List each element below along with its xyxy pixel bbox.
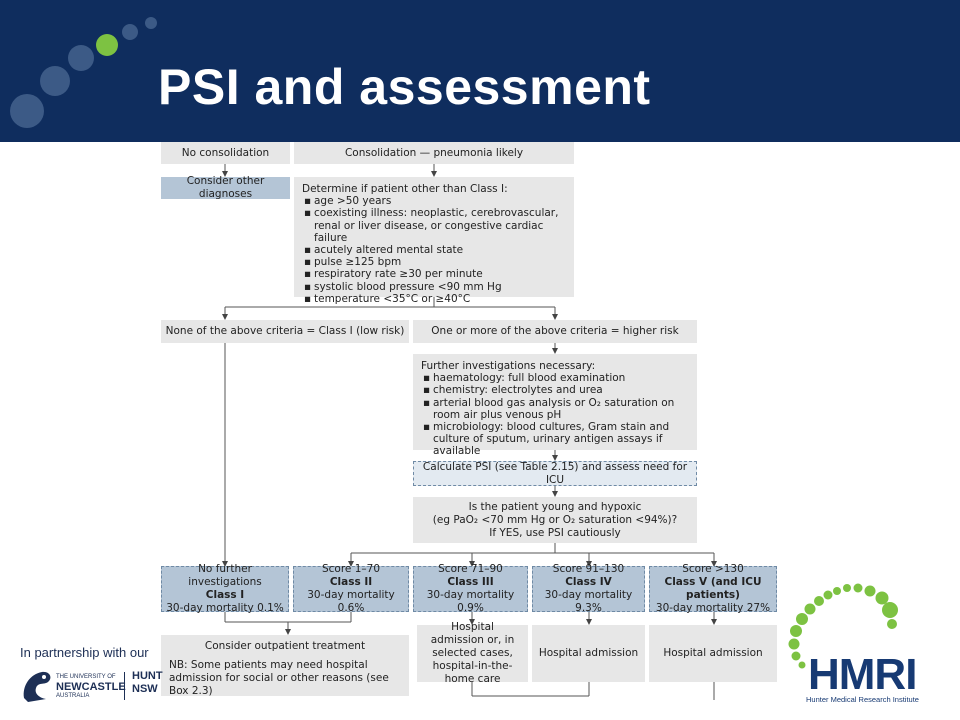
decor-dot xyxy=(40,66,70,96)
criteria-item: acutely altered mental state xyxy=(304,244,566,256)
decor-dot xyxy=(145,17,157,29)
hospital-selected-label: Hospital admission or, in selected cases… xyxy=(430,621,515,685)
class-score: Score >130 xyxy=(682,563,744,575)
no-consolidation-box: No consolidation xyxy=(161,142,290,164)
hospital-admission-v-label: Hospital admission xyxy=(663,647,763,659)
consolidation-label: Consolidation — pneumonia likely xyxy=(344,146,524,159)
hypoxic-question-box: Is the patient young and hypoxic (eg PaO… xyxy=(413,497,697,543)
calculate-psi-box: Calculate PSI (see Table 2.15) and asses… xyxy=(413,461,697,486)
class-name: Class I xyxy=(205,589,245,601)
higher-risk-box: One or more of the above criteria = high… xyxy=(413,320,697,343)
partner-line-1: HUNT xyxy=(132,670,163,682)
class-name: Class V (and ICU patients) xyxy=(664,576,762,601)
page-title: PSI and assessment xyxy=(158,59,651,115)
further-investigations-box: Further investigations necessary: haemat… xyxy=(413,354,697,457)
investigation-item: haematology: full blood examination xyxy=(423,372,689,384)
hypoxic-line-2: (eg PaO₂ <70 mm Hg or O₂ saturation <94%… xyxy=(432,513,678,526)
criteria-item: respiratory rate ≥30 per minute xyxy=(304,268,566,280)
university-logo: THE UNIVERSITY OF NEWCASTLE AUSTRALIA xyxy=(56,674,126,700)
university-name: NEWCASTLE xyxy=(56,681,126,693)
further-title: Further investigations necessary: xyxy=(421,360,596,372)
hmri-dots-icon xyxy=(788,583,898,669)
decor-dot xyxy=(96,34,118,56)
class-score: Score 91–130 xyxy=(552,563,625,575)
criteria-item: systolic blood pressure <90 mm Hg xyxy=(304,281,566,293)
determine-class-box: Determine if patient other than Class I:… xyxy=(294,177,574,305)
calculate-psi-label: Calculate PSI (see Table 2.15) and asses… xyxy=(422,460,688,486)
hospital-admission-iv-box: Hospital admission xyxy=(532,625,645,682)
decor-dot xyxy=(122,24,138,40)
partner-line-2: NSW xyxy=(132,683,158,695)
university-line-1: THE UNIVERSITY OF xyxy=(56,674,116,680)
class-name: Class III xyxy=(447,576,494,588)
hypoxic-line-1: Is the patient young and hypoxic xyxy=(468,500,642,513)
determine-title: Determine if patient other than Class I: xyxy=(302,183,508,195)
class-mortality: 30-day mortality 9.3% xyxy=(544,589,633,614)
hypoxic-line-3: If YES, use PSI cautiously xyxy=(489,526,621,539)
criteria-item: pulse ≥125 bpm xyxy=(304,256,566,268)
criteria-item: temperature <35°C or ≥40°C xyxy=(304,293,566,305)
class-score: Score 71–90 xyxy=(438,563,503,575)
investigation-item: chemistry: electrolytes and urea xyxy=(423,384,689,396)
class-box: Score 71–90 Class III 30-day mortality 0… xyxy=(413,563,528,614)
criteria-item: age >50 years xyxy=(304,195,566,207)
class-box: No further investigations Class I 30-day… xyxy=(161,563,289,614)
consider-other-label: Consider other diagnoses xyxy=(186,175,265,200)
none-criteria-label: None of the above criteria = Class I (lo… xyxy=(165,325,405,337)
class-mortality: 30-day mortality 0.1% xyxy=(166,602,284,614)
consolidation-box: Consolidation — pneumonia likely xyxy=(294,142,574,164)
university-line-3: AUSTRALIA xyxy=(56,693,90,699)
class-score: Score 1–70 xyxy=(321,563,381,575)
outpatient-label: Consider outpatient treatment xyxy=(204,640,366,652)
criteria-item: coexisting illness: neoplastic, cerebrov… xyxy=(304,207,566,244)
logo-divider xyxy=(124,672,125,700)
class-name: Class IV xyxy=(565,576,612,588)
hospital-admission-v-box: Hospital admission xyxy=(649,625,777,682)
class-score: No further investigations xyxy=(188,563,262,588)
investigation-item: arterial blood gas analysis or O₂ satura… xyxy=(423,397,689,421)
hospital-selected-box: Hospital admission or, in selected cases… xyxy=(417,621,528,685)
class-mortality: 30-day mortality 27% xyxy=(655,602,771,614)
university-crest-icon xyxy=(23,671,51,702)
outpatient-box: Consider outpatient treatment NB: Some p… xyxy=(161,635,409,697)
none-criteria-box: None of the above criteria = Class I (lo… xyxy=(161,320,409,343)
higher-risk-label: One or more of the above criteria = high… xyxy=(431,325,679,337)
class-box: Score 1–70 Class II 30-day mortality 0.6… xyxy=(293,563,409,614)
slide-header: PSI and assessment xyxy=(0,0,960,142)
hmri-fullname: Hunter Medical Research Institute xyxy=(806,695,919,704)
class-mortality: 30-day mortality 0.9% xyxy=(426,589,515,614)
no-consolidation-label: No consolidation xyxy=(181,146,270,159)
decor-dot xyxy=(68,45,94,71)
hospital-admission-iv-label: Hospital admission xyxy=(538,647,639,659)
consider-other-box: Consider other diagnoses xyxy=(161,175,290,200)
class-mortality: 30-day mortality 0.6% xyxy=(307,589,395,614)
partner-logo-cut: HUNT NSW xyxy=(132,670,163,696)
investigation-item: microbiology: blood cultures, Gram stain… xyxy=(423,421,689,458)
class-box: Score >130 Class V (and ICU patients) 30… xyxy=(649,563,777,614)
decor-dot xyxy=(10,94,44,128)
class-box: Score 91–130 Class IV 30-day mortality 9… xyxy=(532,563,645,614)
partnership-text: In partnership with our xyxy=(20,645,149,660)
class-name: Class II xyxy=(329,576,373,588)
hmri-logo: HMRI xyxy=(808,650,917,699)
nb-note: NB: Some patients may need hospital admi… xyxy=(169,659,389,697)
